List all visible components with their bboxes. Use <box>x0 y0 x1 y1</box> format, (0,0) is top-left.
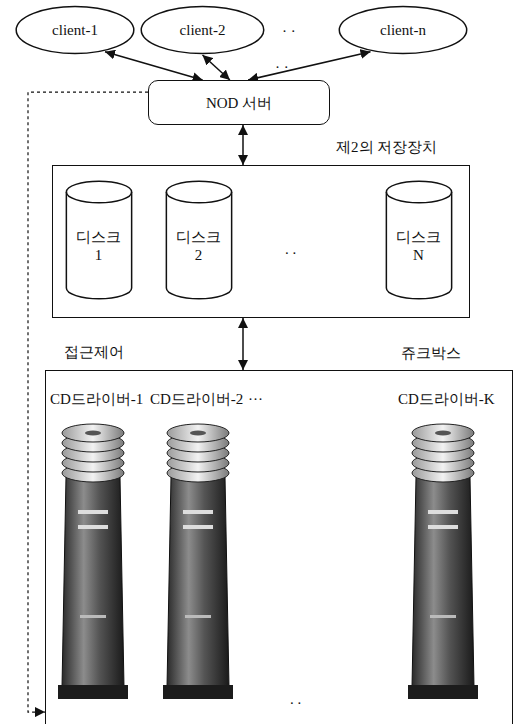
group-heading: 제2의 저장장치 <box>336 138 437 156</box>
disk-cylinder: 디스크 1 <box>65 180 133 300</box>
jukebox-box: 쥬크박스 <box>45 370 513 724</box>
ellipsis-dots: · · <box>282 22 296 40</box>
data-arrow <box>248 52 370 80</box>
node-text: client-1 <box>52 21 98 39</box>
edge-label: 접근제어 <box>62 343 126 361</box>
client-ellipse: client-2 <box>140 5 265 55</box>
cd-drive-icon <box>408 424 478 699</box>
node-text: client-n <box>380 21 426 39</box>
ellipsis-dots: . . <box>285 240 296 258</box>
node-text: 디스크 1 <box>74 228 124 264</box>
ellipsis-dots: · · <box>275 58 289 76</box>
ellipsis-dots: ··· <box>248 390 263 408</box>
node-text: client-2 <box>180 21 226 39</box>
client-ellipse: client-1 <box>15 5 135 55</box>
ellipsis-dots: . . <box>290 690 301 708</box>
node-text: 디스크 N <box>394 228 444 264</box>
data-arrow <box>203 55 230 80</box>
group-heading: 쥬크박스 <box>401 344 461 362</box>
node-text: 디스크 2 <box>174 228 224 264</box>
data-arrow <box>105 52 203 80</box>
node-text: NOD 서버 <box>206 94 272 112</box>
client-ellipse: client-n <box>338 5 468 55</box>
drive-label: CD드라이버-1 <box>50 390 143 408</box>
data-arrow <box>242 125 244 165</box>
cd-drive-icon <box>163 424 233 699</box>
control-line <box>28 92 148 712</box>
drive-label: CD드라이버-K <box>398 390 495 408</box>
disk-cylinder: 디스크 N <box>385 180 453 300</box>
server-box: NOD 서버 <box>148 80 330 125</box>
storage-box: 제2의 저장장치디스크 1디스크 2디스크 N <box>52 165 470 318</box>
data-arrow <box>242 318 244 370</box>
cd-drive-icon <box>58 424 128 699</box>
drive-label: CD드라이버-2 <box>150 390 243 408</box>
disk-cylinder: 디스크 2 <box>165 180 233 300</box>
